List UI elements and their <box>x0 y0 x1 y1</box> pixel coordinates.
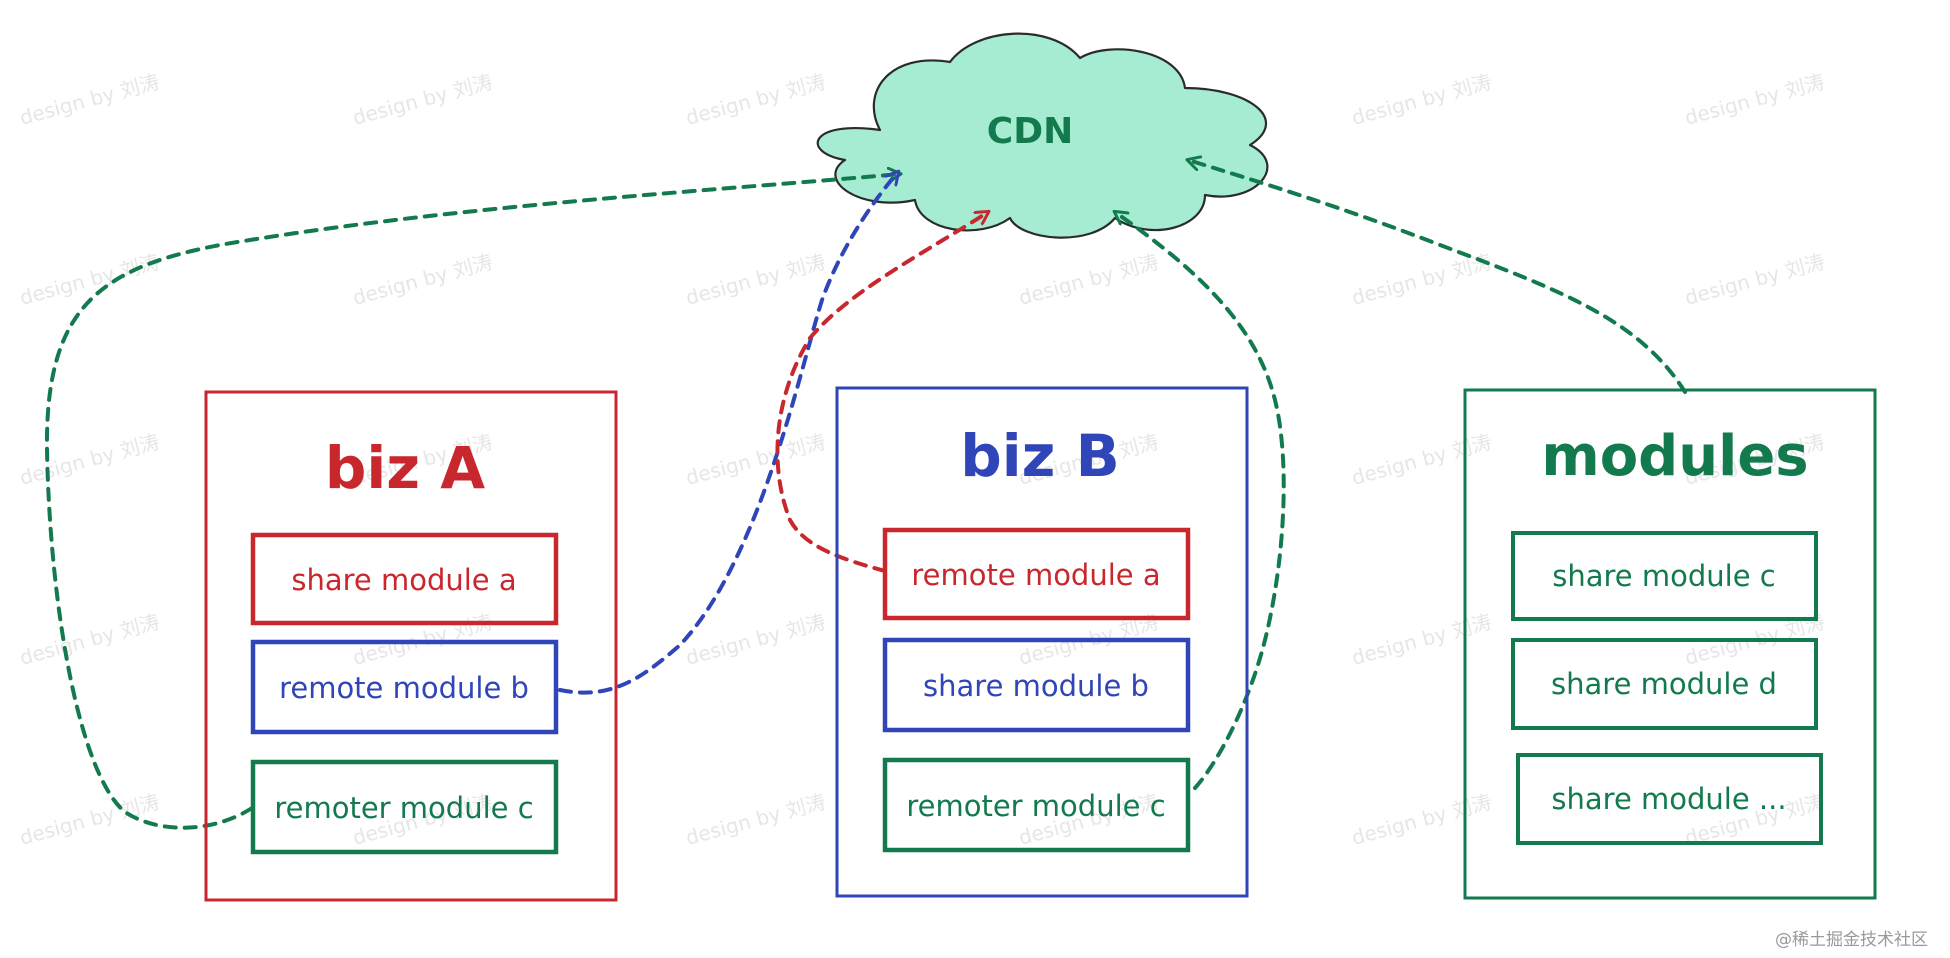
module-label: share module d <box>1551 667 1777 701</box>
watermark-text: design by 刘涛 <box>1349 429 1494 489</box>
watermark-text: design by 刘涛 <box>1349 609 1494 669</box>
module-label: share module a <box>291 563 516 597</box>
module-label: remoter module c <box>906 789 1165 823</box>
watermark-text: design by 刘涛 <box>1349 69 1494 129</box>
group-modules-title: modules <box>1541 424 1808 489</box>
module-box <box>882 757 1191 853</box>
module-box <box>1516 753 1823 845</box>
watermark-text: design by 刘涛 <box>683 69 828 129</box>
connectors <box>44 160 1687 830</box>
watermark-text: design by 刘涛 <box>1682 249 1827 309</box>
cdn-cloud-shape <box>816 32 1269 239</box>
connector-biz-b-module-c-to-cdn <box>1115 212 1286 790</box>
connector-biz-b-module-a-to-cdn <box>775 212 988 573</box>
module-box <box>1511 531 1818 621</box>
watermark-text: design by 刘涛 <box>683 789 828 849</box>
group-modules: modules share module c share module d sh… <box>1463 388 1877 900</box>
watermark-text: design by 刘涛 <box>683 249 828 309</box>
module-box <box>250 532 559 626</box>
module-label: share module ... <box>1551 782 1786 816</box>
group-modules-frame <box>1463 388 1877 900</box>
watermark-text: design by 刘涛 <box>683 609 828 669</box>
group-biz-a: biz A share module a remote module b rem… <box>204 390 618 902</box>
group-biz-b-title: biz B <box>960 422 1120 490</box>
connector-biz-a-module-b-to-cdn <box>558 172 898 695</box>
cdn-label: CDN <box>987 111 1073 152</box>
connector-biz-a-module-c-to-cdn <box>44 174 900 830</box>
module-label: share module c <box>1552 559 1775 593</box>
module-label: remote module a <box>911 558 1160 592</box>
module-box <box>250 759 559 855</box>
module-box <box>1511 638 1818 730</box>
watermark-text: design by 刘涛 <box>17 429 162 489</box>
module-label: remoter module c <box>274 791 533 825</box>
platform-credit: @稀土掘金技术社区 <box>1775 930 1928 950</box>
watermark-text: design by 刘涛 <box>17 789 162 849</box>
watermark-text: design by 刘涛 <box>17 69 162 129</box>
module-label: remote module b <box>279 671 529 705</box>
group-biz-a-title: biz A <box>325 434 485 502</box>
watermark-text: design by 刘涛 <box>350 609 495 669</box>
watermark-text: design by 刘涛 <box>1349 789 1494 849</box>
watermark-text: design by 刘涛 <box>17 609 162 669</box>
watermark-text: design by 刘涛 <box>350 249 495 309</box>
group-biz-b: biz B remote module a share module b rem… <box>835 386 1249 898</box>
group-biz-a-frame <box>204 390 618 902</box>
watermark-text: design by 刘涛 <box>350 69 495 129</box>
watermark-text: design by 刘涛 <box>683 429 828 489</box>
watermark-text: design by 刘涛 <box>1016 249 1161 309</box>
group-biz-b-frame <box>835 386 1249 898</box>
watermark-text: design by 刘涛 <box>1349 249 1494 309</box>
module-box <box>882 637 1191 733</box>
module-box <box>250 639 559 735</box>
module-label: share module b <box>923 669 1149 703</box>
cdn-cloud: CDN <box>816 32 1269 239</box>
connector-modules-to-cdn <box>1188 160 1687 394</box>
module-box <box>882 527 1191 621</box>
watermark-text: design by 刘涛 <box>1682 69 1827 129</box>
